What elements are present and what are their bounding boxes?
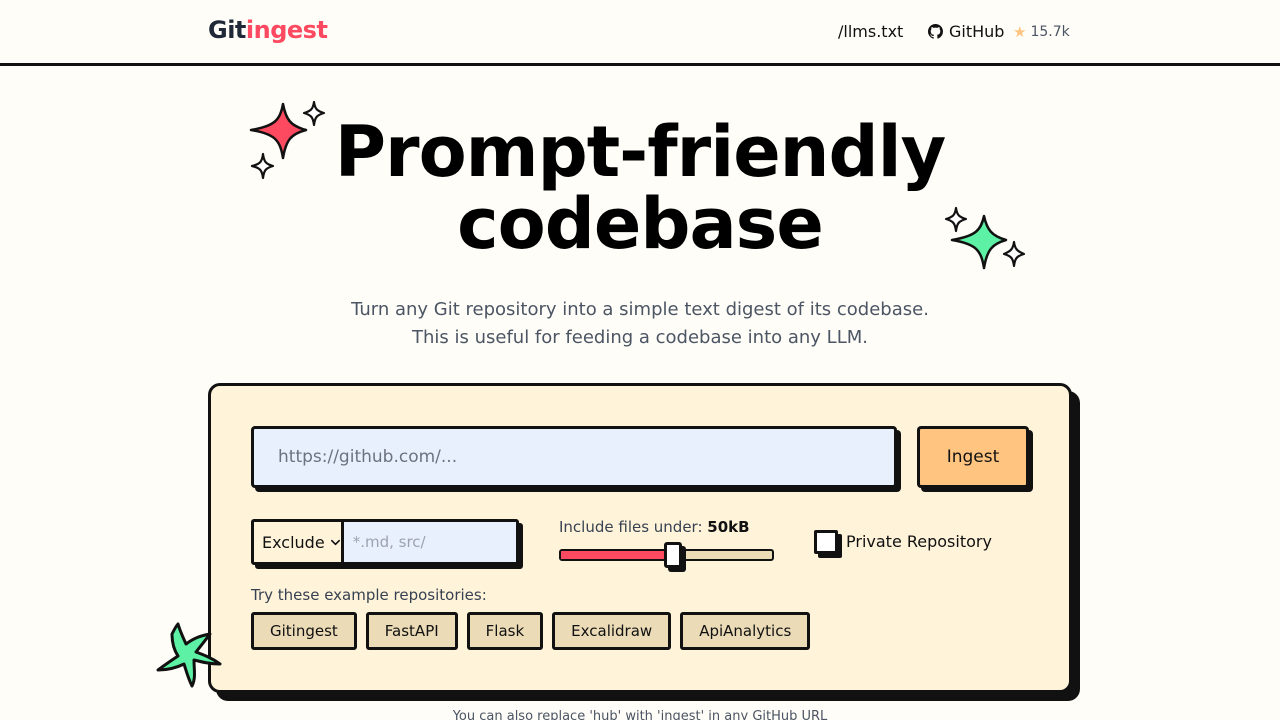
private-repo-label: Private Repository xyxy=(846,532,992,551)
sparkle-green-icon xyxy=(944,206,1026,270)
file-size-label: Include files under: 50kB xyxy=(559,518,750,536)
pattern-input[interactable] xyxy=(343,522,516,562)
logo-part-git: Git xyxy=(208,16,246,44)
star-icon: ★ xyxy=(1013,23,1027,41)
github-stars: ★ 15.7k xyxy=(1013,23,1070,41)
hero-title-line-1: Prompt-friendly xyxy=(334,111,947,193)
hero-title: Prompt-friendly codebase xyxy=(300,116,980,260)
hero-subtitle: Turn any Git repository into a simple te… xyxy=(300,296,980,352)
pattern-filter: Exclude xyxy=(251,519,519,565)
llms-txt-link[interactable]: /llms.txt xyxy=(838,22,904,41)
subtitle-line-2: This is useful for feeding a codebase in… xyxy=(412,327,868,348)
logo-part-ingest: ingest xyxy=(245,16,328,44)
example-repo-button[interactable]: Gitingest xyxy=(251,612,357,650)
footnote: You can also replace 'hub' with 'ingest'… xyxy=(452,709,828,720)
example-repo-button[interactable]: ApiAnalytics xyxy=(680,612,811,650)
example-repos: Gitingest FastAPI Flask Excalidraw ApiAn… xyxy=(251,612,811,650)
file-size-value: 50kB xyxy=(707,518,750,536)
sparkle-red-icon xyxy=(249,100,326,180)
sparkle-green-small-icon xyxy=(156,622,222,688)
chevron-down-icon xyxy=(330,539,340,545)
logo[interactable]: Gitingest xyxy=(208,16,328,44)
examples-label: Try these example repositories: xyxy=(251,586,487,604)
example-repo-button[interactable]: Flask xyxy=(466,612,544,650)
ingest-button[interactable]: Ingest xyxy=(917,426,1029,488)
file-size-label-text: Include files under: xyxy=(559,518,708,536)
file-size-slider-thumb[interactable] xyxy=(663,542,682,568)
hero-title-line-2: codebase xyxy=(457,183,824,265)
repo-url-input[interactable] xyxy=(251,426,897,488)
example-repo-button[interactable]: FastAPI xyxy=(365,612,458,650)
top-navbar: Gitingest /llms.txt GitHub ★ 15.7k xyxy=(0,0,1280,66)
github-link-label: GitHub xyxy=(949,22,1005,41)
private-repo-checkbox[interactable] xyxy=(814,530,838,554)
stars-count: 15.7k xyxy=(1030,24,1070,40)
github-icon xyxy=(928,24,943,39)
file-size-slider-fill xyxy=(561,551,669,559)
github-link[interactable]: GitHub xyxy=(928,22,1004,41)
pattern-type-value: Exclude xyxy=(262,532,325,552)
example-repo-button[interactable]: Excalidraw xyxy=(552,612,672,650)
pattern-type-select[interactable]: Exclude xyxy=(254,522,344,562)
subtitle-line-1: Turn any Git repository into a simple te… xyxy=(351,299,929,320)
